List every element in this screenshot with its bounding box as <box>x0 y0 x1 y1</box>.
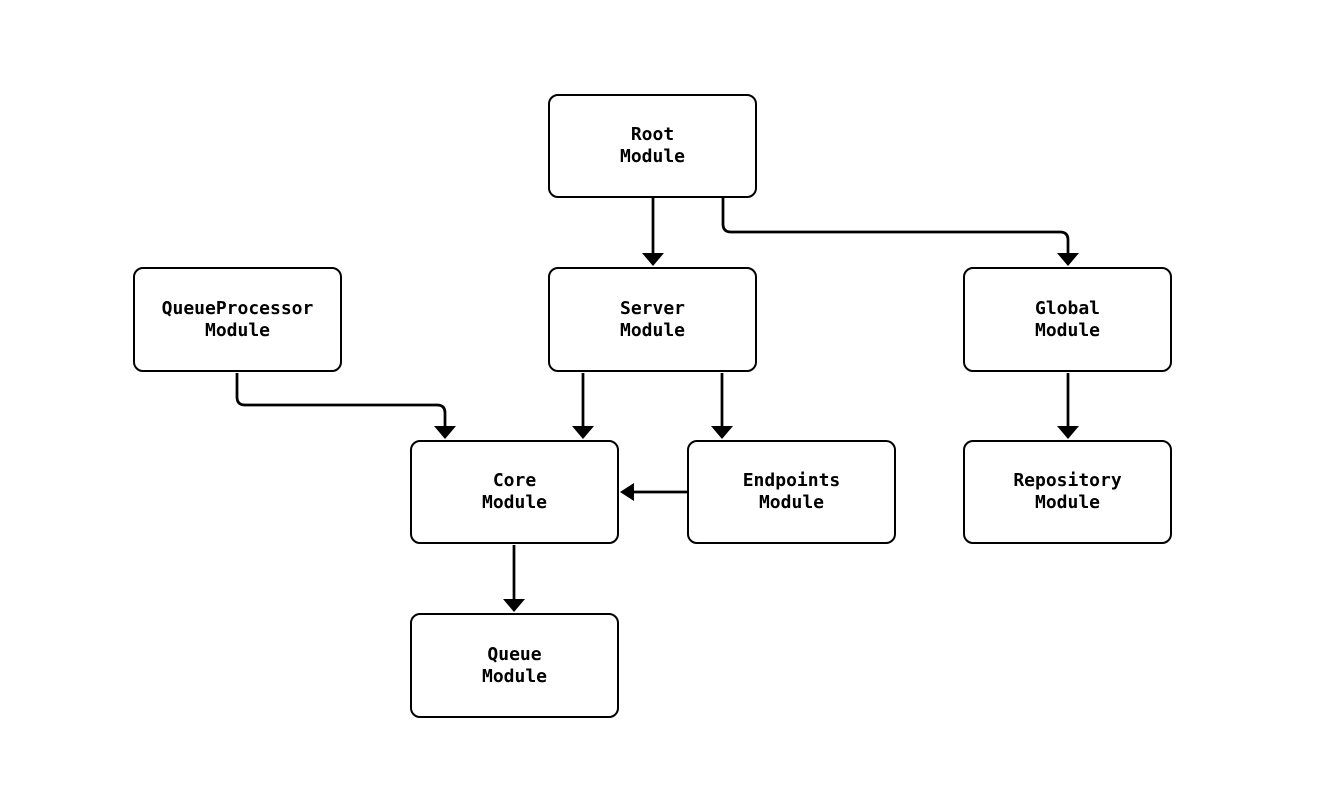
edge-endpoints-to-core <box>620 483 687 501</box>
node-queue-module: Queue Module <box>410 613 619 718</box>
node-queueprocessor-module: QueueProcessor Module <box>133 267 342 372</box>
node-global-module: Global Module <box>963 267 1172 372</box>
edge-server-to-endpoints <box>711 373 733 439</box>
edge-global-to-repository <box>1057 373 1079 439</box>
node-endpoints-module: Endpoints Module <box>687 440 896 544</box>
edge-core-to-queue <box>503 545 525 612</box>
node-root-module: Root Module <box>548 94 757 198</box>
edge-root-to-server <box>642 198 664 266</box>
edge-server-to-core <box>572 373 594 439</box>
edge-root-to-global <box>721 198 1079 266</box>
node-core-module: Core Module <box>410 440 619 544</box>
edge-queueprocessor-to-core <box>235 373 456 439</box>
node-repository-module: Repository Module <box>963 440 1172 544</box>
node-server-module: Server Module <box>548 267 757 372</box>
